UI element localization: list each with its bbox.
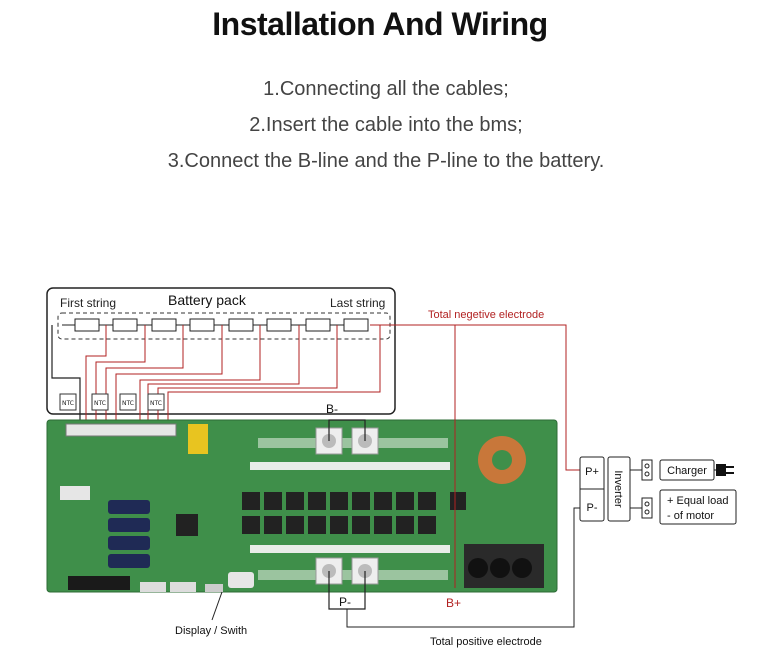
total-positive-label: Total positive electrode <box>430 636 542 648</box>
instruction-step-3: 3.Connect the B-line and the P-line to t… <box>167 150 605 172</box>
instruction-step-2: 2.Insert the cable into the bms; <box>249 114 523 136</box>
total-negative-label: Total negetive electrode <box>428 309 544 321</box>
cell-string-frame <box>57 312 391 340</box>
p-minus-label: P- <box>339 595 351 609</box>
battery-cell <box>305 318 331 332</box>
load-line-2: - of motor <box>667 510 714 522</box>
load-box <box>659 489 737 525</box>
battery-pack-label: Battery pack <box>168 292 247 308</box>
inverter-label: Inverter <box>612 470 624 508</box>
bms-board <box>46 419 558 593</box>
first-string-label: First string <box>60 296 116 310</box>
ntc-label: NTC <box>62 400 74 407</box>
battery-cell <box>74 318 100 332</box>
charger-label: Charger <box>667 465 707 477</box>
ntc-label: NTC <box>150 400 162 407</box>
battery-cell <box>228 318 254 332</box>
ntc-label: NTC <box>94 400 106 407</box>
page-title: Installation And Wiring <box>212 6 548 42</box>
total-negative-wire <box>370 324 582 471</box>
load-line-1: + Equal load <box>667 495 728 507</box>
battery-cell <box>266 318 292 332</box>
battery-cell <box>112 318 138 332</box>
b-plus-label: B+ <box>446 596 461 610</box>
battery-cells <box>62 318 369 332</box>
battery-cell <box>343 318 369 332</box>
b-minus-wire <box>328 419 366 441</box>
p-plus-label: P+ <box>585 466 599 478</box>
ntc-label: NTC <box>122 400 134 407</box>
plug-icon <box>714 464 734 476</box>
instruction-step-1: 1.Connecting all the cables; <box>263 78 509 100</box>
fuse <box>188 424 208 454</box>
battery-cell <box>151 318 177 332</box>
last-string-label: Last string <box>330 296 385 310</box>
p-minus-output-label: P- <box>587 502 598 514</box>
b-minus-label: B- <box>326 402 338 416</box>
battery-cell <box>189 318 215 332</box>
inverter-box <box>607 456 631 522</box>
ntc-sensors: NTC NTC NTC NTC <box>59 393 165 411</box>
display-label: Display / Swith <box>175 625 247 637</box>
battery-pack-frame <box>46 287 396 415</box>
total-positive-wire <box>346 507 580 628</box>
